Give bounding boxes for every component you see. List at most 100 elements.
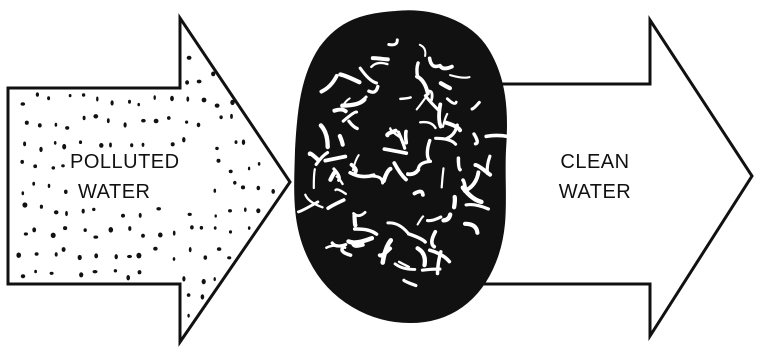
pollutant-dot: [158, 233, 163, 238]
pollutant-dot: [229, 230, 232, 233]
pollutant-dot: [219, 115, 222, 119]
pollutant-dot: [94, 253, 98, 258]
pollutant-dot: [64, 190, 68, 194]
pollutant-dot: [36, 92, 39, 96]
pollutant-dot: [20, 160, 24, 164]
pollutant-dot: [39, 147, 42, 152]
pollutant-dot: [62, 144, 66, 150]
pollutant-dot: [186, 96, 189, 101]
pollutant-dot: [257, 186, 261, 191]
pollutant-dot: [215, 104, 220, 108]
pollutant-dot: [65, 211, 68, 216]
pollutant-dot: [93, 114, 98, 118]
pollutant-dot: [109, 227, 114, 233]
clean-water-label-line2: WATER: [550, 180, 640, 204]
pollutant-dot: [171, 142, 175, 146]
pollutant-dot: [109, 143, 112, 148]
pollutant-dot: [185, 121, 188, 124]
pollutant-dot: [141, 119, 146, 123]
polluted-water-label-line1: POLLUTED: [70, 150, 220, 174]
pollutant-dot: [82, 93, 85, 96]
pollutant-dot: [248, 167, 250, 171]
pollutant-dot: [204, 255, 208, 259]
pollutant-dot: [128, 100, 131, 104]
pollutant-dot: [185, 80, 189, 84]
pollutant-dot: [124, 122, 127, 127]
pollutant-dot: [115, 254, 118, 259]
pollutant-dot: [35, 252, 39, 256]
pollutant-dot: [173, 257, 176, 261]
pollutant-dot: [141, 234, 145, 238]
pollutant-dot: [258, 162, 261, 166]
filter-pore: [400, 97, 410, 99]
pollutant-dot: [48, 184, 51, 188]
pollutant-dot: [202, 279, 206, 284]
pollutant-dot: [79, 140, 82, 144]
filter-pore: [406, 131, 407, 142]
pollutant-dot: [188, 213, 192, 216]
filter-pore: [486, 135, 509, 136]
pollutant-dot: [34, 270, 37, 274]
pollutant-dot: [61, 164, 65, 167]
pollutant-dot: [93, 270, 98, 273]
pollutant-dot: [173, 231, 176, 236]
pollutant-dot: [154, 119, 159, 124]
pollutant-dot: [79, 272, 83, 277]
pollutant-dot: [202, 98, 207, 103]
filter-pore: [439, 104, 441, 126]
pollutant-dot: [111, 100, 114, 105]
pollutant-dot: [136, 253, 141, 259]
pollutant-dot: [215, 214, 217, 217]
pollutant-dot: [154, 95, 156, 100]
pollutant-dot: [197, 80, 202, 84]
pollutant-dot: [47, 96, 50, 100]
pollutant-dot: [92, 208, 95, 211]
pollutant-dot: [82, 209, 85, 214]
pollutant-dot: [182, 276, 185, 281]
pollutant-dot: [50, 272, 54, 275]
pollutant-dot: [156, 207, 161, 210]
pollutant-dot: [22, 202, 27, 207]
pollutant-dot: [217, 247, 221, 251]
pollutant-dot: [107, 118, 110, 123]
pollutant-dot: [137, 103, 140, 106]
pollutant-dot: [197, 123, 201, 128]
pollutant-dot: [22, 191, 25, 195]
pollutant-dot: [187, 314, 189, 318]
pollutant-dot: [228, 209, 232, 212]
pollutant-dot: [32, 182, 35, 186]
pollutant-dot: [21, 274, 25, 278]
pollutant-dot: [235, 140, 238, 144]
pollutant-dot: [182, 137, 185, 142]
pollutant-dot: [229, 170, 233, 174]
filter-pore: [417, 63, 418, 77]
filter-pore: [314, 169, 315, 188]
pollutant-dot: [200, 226, 203, 230]
pollutant-dot: [38, 123, 42, 127]
pollutant-dot: [271, 189, 275, 194]
pollutant-dot: [52, 166, 56, 169]
pollutant-dot: [241, 185, 245, 189]
pollutant-dot: [55, 252, 58, 256]
clean-water-arrow: [470, 20, 752, 336]
polluted-water-label-line2: WATER: [78, 180, 228, 204]
filter-pore: [422, 269, 440, 270]
pollutant-dot: [128, 226, 131, 231]
pollutant-dot: [139, 213, 142, 218]
pollutant-dot: [21, 102, 26, 106]
pollutant-dot: [189, 247, 192, 252]
filter-pore: [355, 215, 356, 225]
pollutant-dot: [244, 208, 247, 212]
pollutant-dot: [230, 114, 233, 119]
pollutant-dot: [63, 226, 67, 230]
pollutant-dot: [54, 141, 57, 145]
pollutant-dot: [167, 116, 171, 120]
pollutant-dot: [69, 94, 72, 97]
pollutant-dot: [54, 210, 59, 214]
pollutant-dot: [121, 214, 125, 218]
pollutant-dot: [55, 123, 58, 127]
pollutant-dot: [33, 164, 37, 168]
pollutant-dot: [233, 181, 236, 185]
clean-water-label-line1: CLEAN: [550, 150, 640, 174]
